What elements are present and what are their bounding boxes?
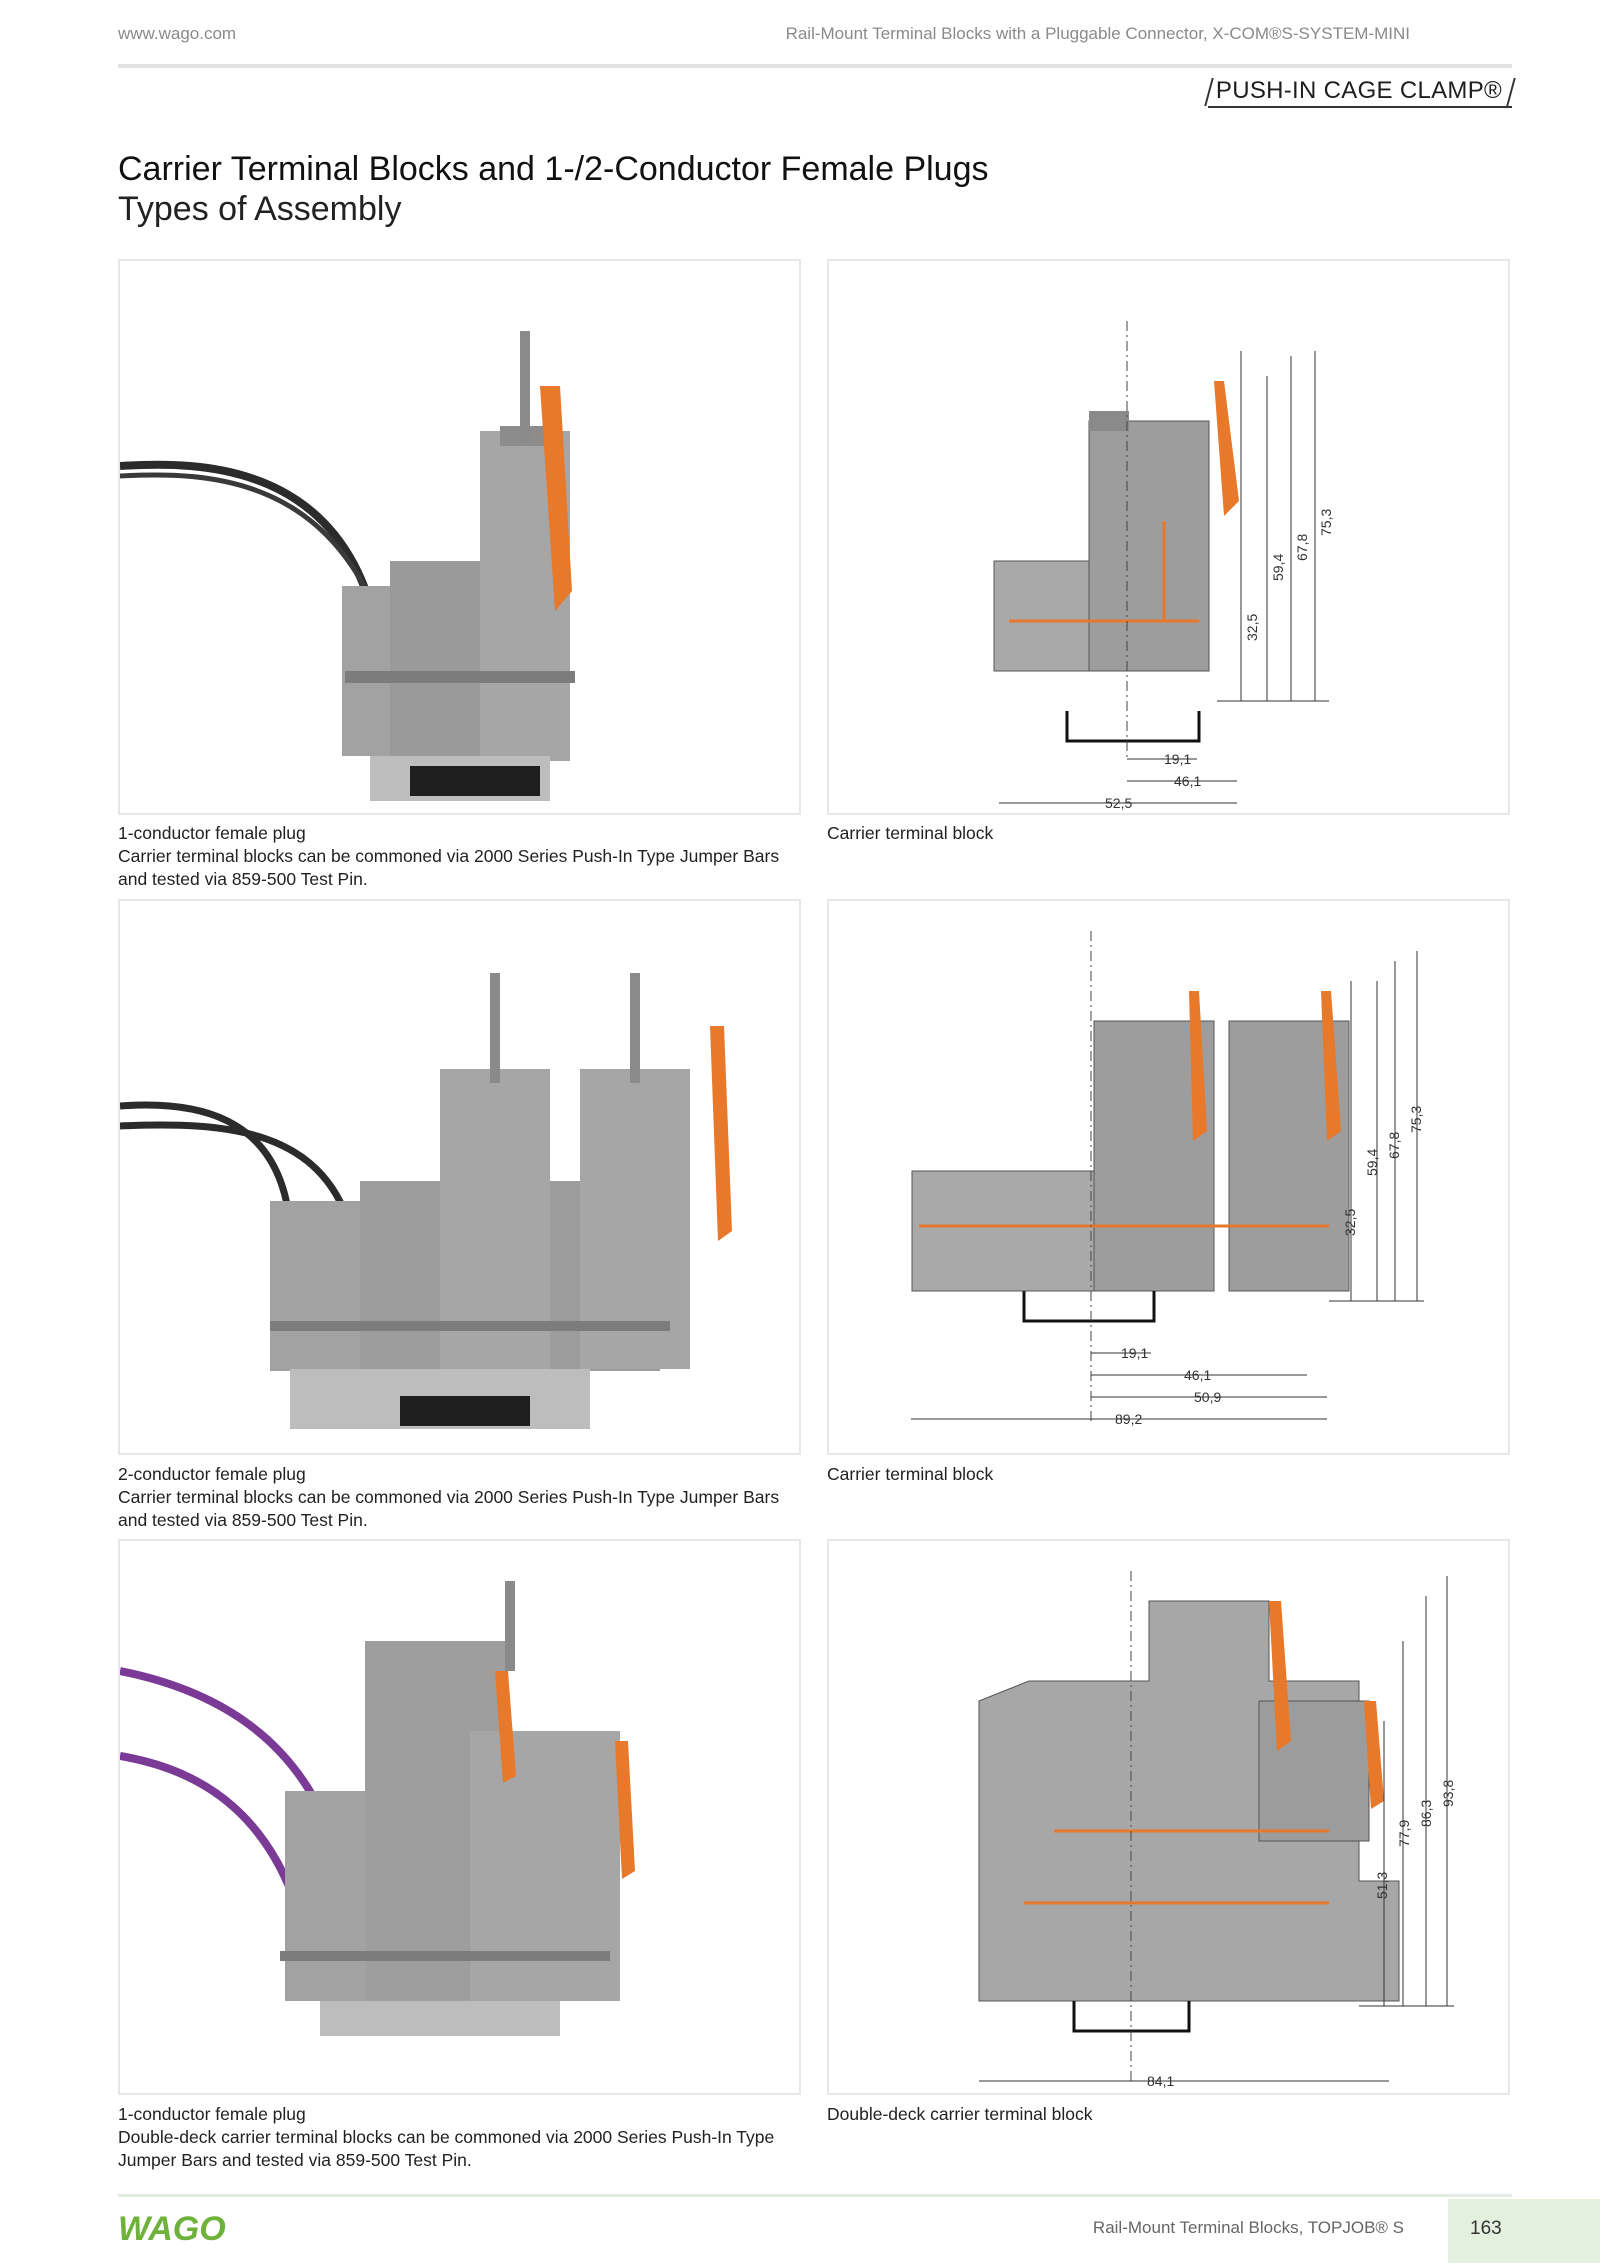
dimension-label: 59,4 bbox=[1270, 554, 1286, 581]
footer-divider bbox=[118, 2194, 1512, 2197]
caption-panel-3: 2-conductor female plug Carrier terminal… bbox=[118, 1463, 808, 1532]
dimension-label: 86,3 bbox=[1418, 1800, 1434, 1827]
dimension-label: 19,1 bbox=[1121, 1345, 1148, 1361]
dimension-label: 52,5 bbox=[1105, 795, 1132, 811]
dimension-label: 77,9 bbox=[1396, 1820, 1412, 1847]
double-deck-drawing: 84,1 51,3 77,9 86,3 93,8 bbox=[978, 1571, 1456, 2089]
wago-logo: WAGO bbox=[118, 2210, 230, 2249]
dimension-label: 89,2 bbox=[1115, 1411, 1142, 1427]
photo-panel-2-conductor bbox=[118, 899, 801, 1455]
drawing-panel-carrier-double: 19,1 46,1 50,9 89,2 32,5 59,4 67,8 75,3 bbox=[827, 899, 1510, 1455]
caption-panel-5: 1-conductor female plug Double-deck carr… bbox=[118, 2103, 808, 2172]
caption-title: Double-deck carrier terminal block bbox=[827, 2104, 1093, 2124]
dimension-label: 32,5 bbox=[1244, 614, 1260, 641]
dimension-label: 93,8 bbox=[1440, 1780, 1456, 1807]
dimension-label: 32,5 bbox=[1342, 1209, 1358, 1236]
page-number: 163 bbox=[1470, 2218, 1502, 2239]
caption-text: Double-deck carrier terminal blocks can … bbox=[118, 2127, 775, 2170]
caption-panel-2: Carrier terminal block bbox=[827, 822, 1517, 845]
dimension-label: 46,1 bbox=[1184, 1367, 1211, 1383]
caption-title: Carrier terminal block bbox=[827, 1464, 994, 1484]
dimension-label: 75,3 bbox=[1408, 1106, 1424, 1133]
caption-title: Carrier terminal block bbox=[827, 823, 994, 843]
drawing-panel-carrier: 19,1 46,1 52,5 32,5 59,4 67,8 75,3 bbox=[827, 259, 1510, 815]
dimension-label: 75,3 bbox=[1318, 509, 1334, 536]
caption-panel-6: Double-deck carrier terminal block bbox=[827, 2103, 1517, 2126]
header-url: www.wago.com bbox=[118, 24, 237, 43]
terminal-block-photo bbox=[120, 973, 732, 1429]
page-subtitle: Types of Assembly bbox=[118, 190, 402, 228]
dimension-label: 50,9 bbox=[1194, 1389, 1221, 1405]
page-number-box: 163 bbox=[1448, 2199, 1600, 2263]
dimension-label: 67,8 bbox=[1294, 534, 1310, 561]
drawing-panel-double-deck: 84,1 51,3 77,9 86,3 93,8 bbox=[827, 1539, 1510, 2095]
caption-title: 2-conductor female plug bbox=[118, 1464, 306, 1484]
dimension-label: 67,8 bbox=[1386, 1132, 1402, 1159]
dimension-label: 19,1 bbox=[1164, 751, 1191, 767]
carrier-block-drawing: 19,1 46,1 50,9 89,2 32,5 59,4 67,8 75,3 bbox=[911, 931, 1424, 1427]
dimension-label: 84,1 bbox=[1147, 2073, 1174, 2089]
terminal-block-photo bbox=[120, 331, 575, 801]
carrier-block-drawing: 19,1 46,1 52,5 32,5 59,4 67,8 75,3 bbox=[993, 321, 1334, 811]
caption-panel-4: Carrier terminal block bbox=[827, 1463, 1517, 1486]
dimension-label: 51,3 bbox=[1374, 1872, 1390, 1899]
terminal-block-photo bbox=[120, 1581, 635, 2036]
page-title: Carrier Terminal Blocks and 1-/2-Conduct… bbox=[118, 150, 989, 188]
header-section-title: Rail-Mount Terminal Blocks with a Plugga… bbox=[785, 24, 1410, 43]
header-divider bbox=[118, 64, 1512, 68]
photo-panel-double-deck bbox=[118, 1539, 801, 2095]
caption-text: Carrier terminal blocks can be commoned … bbox=[118, 846, 780, 889]
caption-panel-1: 1-conductor female plug Carrier terminal… bbox=[118, 822, 808, 891]
svg-text:WAGO: WAGO bbox=[118, 2210, 226, 2244]
photo-panel-1-conductor bbox=[118, 259, 801, 815]
footer-text: Rail-Mount Terminal Blocks, TOPJOB® S bbox=[1092, 2218, 1404, 2237]
caption-text: Carrier terminal blocks can be commoned … bbox=[118, 1487, 780, 1530]
dimension-label: 59,4 bbox=[1364, 1149, 1380, 1176]
caption-title: 1-conductor female plug bbox=[118, 2104, 306, 2124]
dimension-label: 46,1 bbox=[1174, 773, 1201, 789]
caption-title: 1-conductor female plug bbox=[118, 823, 306, 843]
brand-tag: PUSH-IN CAGE CLAMP® bbox=[1207, 76, 1512, 108]
